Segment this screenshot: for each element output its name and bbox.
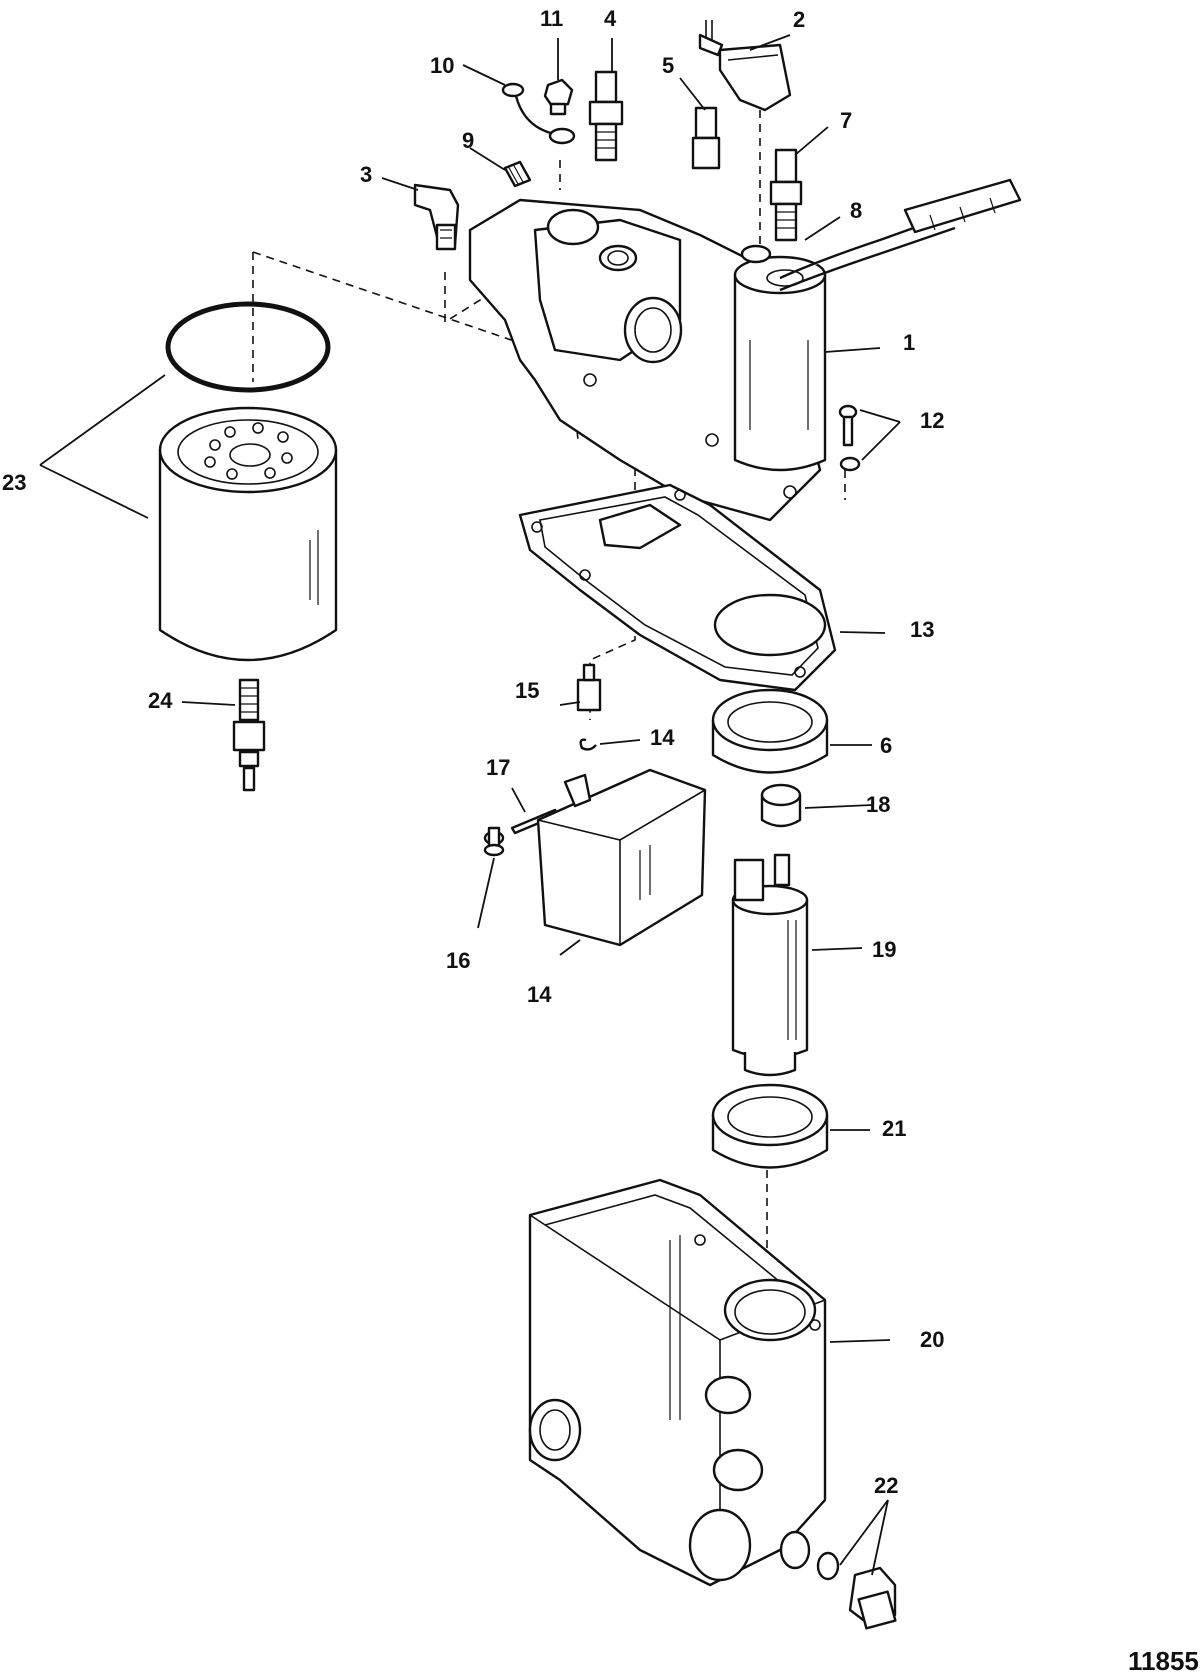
part-23-oring <box>165 301 331 393</box>
callout-14-clip: 14 <box>650 725 675 750</box>
part-21-retainer <box>711 1083 829 1169</box>
callout-7: 7 <box>840 108 852 133</box>
part-14-clip <box>579 738 597 751</box>
part-16-valve <box>576 663 602 712</box>
callout-3: 3 <box>360 162 372 187</box>
callout-21: 21 <box>882 1116 906 1141</box>
leader-lines <box>39 34 901 1576</box>
part-10-ground-strap <box>501 82 576 145</box>
callout-4: 4 <box>604 6 617 31</box>
part-9-plug <box>503 160 532 188</box>
part-4-fitting <box>588 70 624 162</box>
callout-9: 9 <box>462 128 474 153</box>
part-18-fuel-pump <box>731 853 809 1077</box>
part-3-elbow <box>413 183 460 251</box>
part-6-retainer <box>711 688 829 774</box>
callout-6: 6 <box>880 733 892 758</box>
callout-13: 13 <box>910 617 934 642</box>
part-13-gasket <box>518 483 837 692</box>
callout-16: 15 <box>515 678 539 703</box>
figure-id: 11855 <box>1128 1646 1199 1676</box>
part-2-sensor <box>698 20 792 112</box>
part-22-drain-plug <box>816 1551 897 1630</box>
part-12-screw-washer <box>838 404 861 472</box>
callout-15: 17 <box>486 755 510 780</box>
part-23-fuel-filter <box>158 406 338 662</box>
part-7-fitting <box>769 148 803 242</box>
part-20-bowl <box>528 1178 827 1587</box>
callout-labels: 2 4 11 10 5 9 3 7 8 1 12 13 15 14 17 16 … <box>2 6 944 1498</box>
callout-19: 18 <box>866 792 890 817</box>
callout-23: 23 <box>2 470 26 495</box>
callout-10: 10 <box>430 53 454 78</box>
callout-24: 24 <box>148 688 173 713</box>
part-11-bolt <box>543 78 574 116</box>
callout-20: 20 <box>920 1327 944 1352</box>
part-8-oring <box>740 244 772 264</box>
part-14-float <box>536 768 707 947</box>
callout-5: 5 <box>662 53 674 78</box>
callout-11: 11 <box>540 6 563 31</box>
callout-14-float: 14 <box>527 982 552 1007</box>
part-24-fitting <box>232 678 266 792</box>
part-5-fitting <box>691 106 721 170</box>
callout-1: 1 <box>903 330 915 355</box>
callout-12: 12 <box>920 408 944 433</box>
callout-2: 2 <box>793 7 805 32</box>
callout-18: 19 <box>872 937 896 962</box>
part-19-bushing <box>760 783 802 828</box>
part-17-screw <box>483 826 505 857</box>
callout-17: 16 <box>446 948 470 973</box>
callout-22: 22 <box>874 1473 898 1498</box>
callout-8: 8 <box>850 198 862 223</box>
part-1-housing <box>468 178 1022 522</box>
